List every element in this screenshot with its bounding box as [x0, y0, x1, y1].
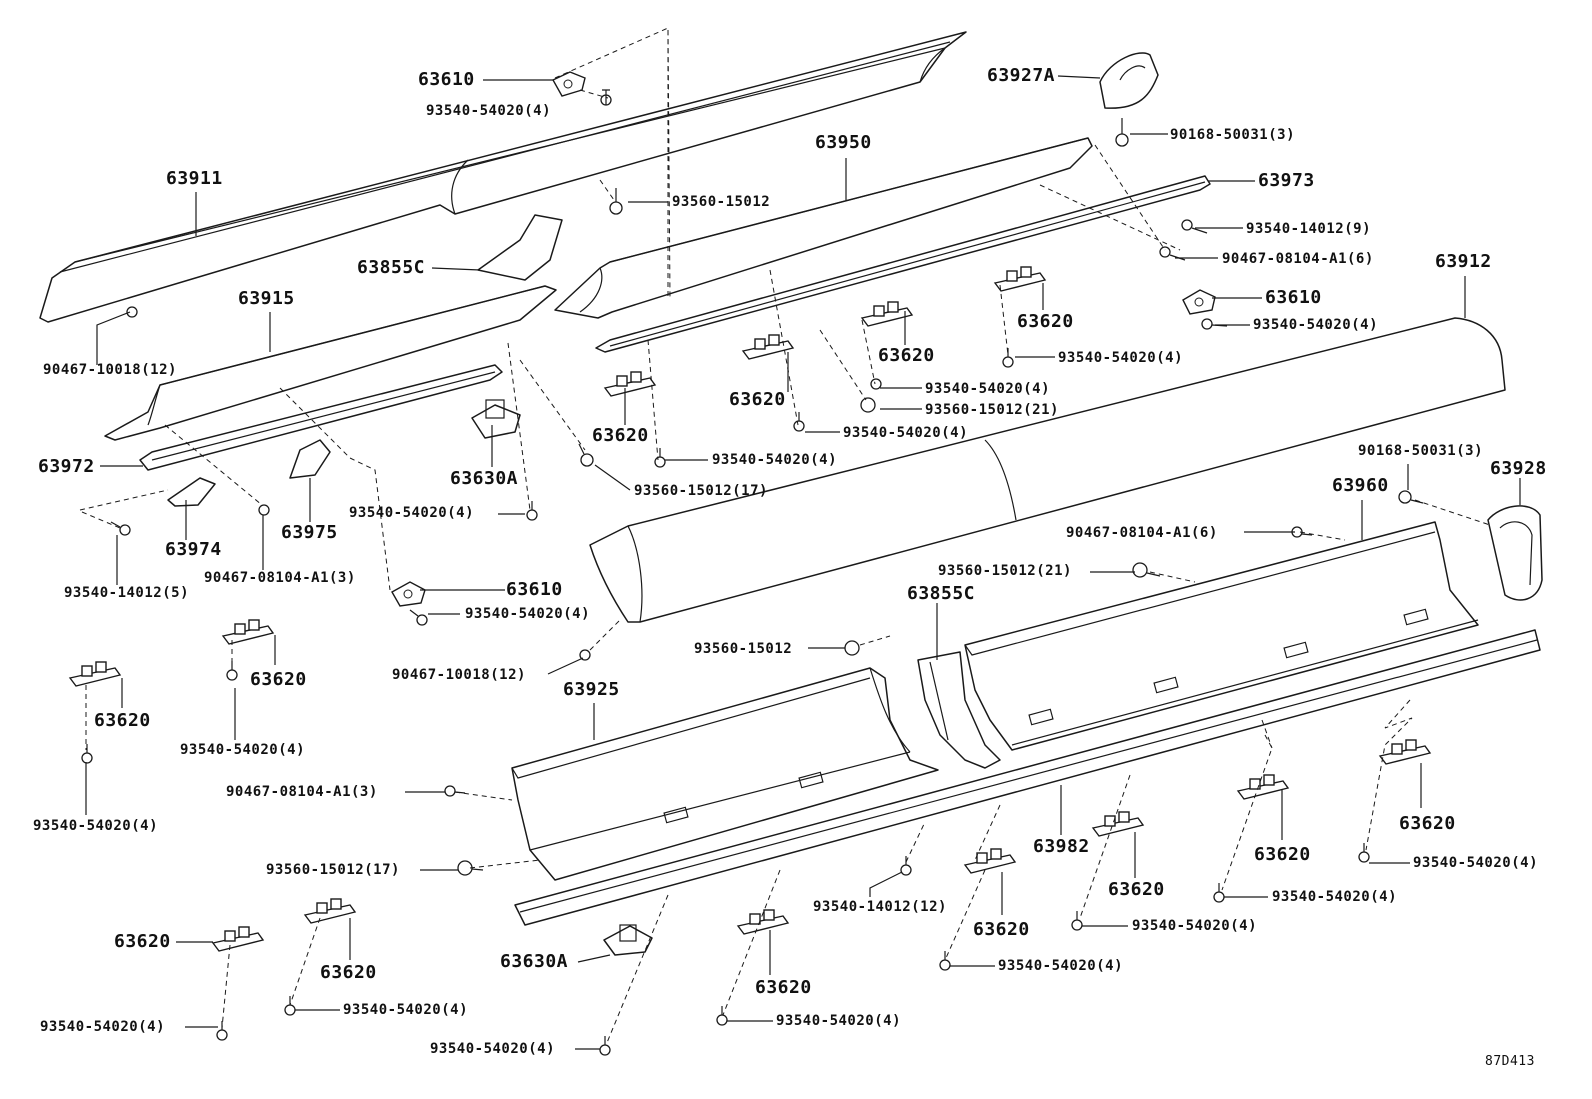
part-63855C-bracket-lower — [917, 651, 1001, 769]
label-63620: 63620 — [114, 931, 171, 952]
label-63855C: 63855C — [907, 583, 976, 604]
part-63915-moulding — [104, 285, 557, 441]
label-63620: 63620 — [94, 710, 151, 731]
label-93540-54020: 93540-54020(4) — [430, 1041, 556, 1057]
label-63630A: 63630A — [500, 951, 569, 972]
label-63620: 63620 — [973, 919, 1030, 940]
label-93560-15012: 93560-15012(17) — [266, 862, 400, 878]
label-63620: 63620 — [729, 389, 786, 410]
label-63620: 63620 — [755, 977, 812, 998]
label-93540-54020: 93540-54020(4) — [426, 103, 552, 119]
label-63620: 63620 — [1254, 844, 1311, 865]
diagram-code: 87D413 — [1485, 1054, 1535, 1069]
label-93540-54020: 93540-54020(4) — [776, 1013, 902, 1029]
label-93560-15012: 93560-15012 — [672, 194, 771, 210]
label-93560-15012: 93560-15012(17) — [634, 483, 768, 499]
part-63960-inner-panel — [964, 521, 1479, 751]
label-63620: 63620 — [1017, 311, 1074, 332]
label-63620: 63620 — [1108, 879, 1165, 900]
label-93540-54020: 93540-54020(4) — [843, 425, 969, 441]
leader-lines — [85, 75, 1521, 1050]
label-93560-15012: 93560-15012(21) — [925, 402, 1059, 418]
part-63855C-bracket-upper — [477, 214, 563, 281]
label-63630A: 63630A — [450, 468, 519, 489]
label-63620: 63620 — [1399, 813, 1456, 834]
label-90168-50031: 90168-50031(3) — [1170, 127, 1296, 143]
clip-63610-b — [1182, 289, 1216, 315]
label-93540-14012: 93540-14012(12) — [813, 899, 947, 915]
label-93540-54020: 93540-54020(4) — [1253, 317, 1379, 333]
assembly-dashed-lines — [79, 27, 1491, 1046]
label-63950: 63950 — [815, 132, 872, 153]
label-63620: 63620 — [320, 962, 377, 983]
label-93560-15012: 93560-15012 — [694, 641, 793, 657]
part-63912-rocker-cover — [589, 317, 1506, 623]
label-93540-54020: 93540-54020(4) — [349, 505, 475, 521]
part-63911-moulding — [39, 31, 967, 323]
part-63973-trim-strip — [595, 175, 1211, 353]
label-93540-54020: 93540-54020(4) — [998, 958, 1124, 974]
part-63974 — [167, 477, 216, 507]
clip-63610-a — [552, 71, 586, 97]
label-63974: 63974 — [165, 539, 222, 560]
screw-set — [81, 89, 1424, 1056]
label-63610: 63610 — [506, 579, 563, 600]
label-90467-08104-A1: 90467-08104-A1(6) — [1066, 525, 1218, 541]
label-93560-15012: 93560-15012(21) — [938, 563, 1072, 579]
part-63630A-upper — [471, 399, 521, 439]
label-93540-54020: 93540-54020(4) — [1272, 889, 1398, 905]
label-93540-54020: 93540-54020(4) — [343, 1002, 469, 1018]
label-93540-54020: 93540-54020(4) — [712, 452, 838, 468]
clip-63620-set — [68, 266, 1432, 952]
part-63928-end-cap — [1487, 505, 1543, 601]
part-63925-inner-panel — [511, 667, 939, 881]
label-93540-14012: 93540-14012(5) — [64, 585, 190, 601]
label-63610: 63610 — [1265, 287, 1322, 308]
part-63927A-end-cap — [1099, 52, 1159, 109]
part-63975 — [289, 439, 331, 479]
label-63915: 63915 — [238, 288, 295, 309]
label-63855C: 63855C — [357, 257, 426, 278]
label-93540-54020: 93540-54020(4) — [1058, 350, 1184, 366]
label-93540-54020: 93540-54020(4) — [1413, 855, 1539, 871]
label-93540-54020: 93540-54020(4) — [1132, 918, 1258, 934]
label-93540-54020: 93540-54020(4) — [33, 818, 159, 834]
label-63610: 63610 — [418, 69, 475, 90]
label-63975: 63975 — [281, 522, 338, 543]
label-90467-08104-A1: 90467-08104-A1(3) — [204, 570, 356, 586]
label-90467-08104-A1: 90467-08104-A1(3) — [226, 784, 378, 800]
label-63911: 63911 — [166, 168, 223, 189]
part-63972-trim-strip — [139, 364, 503, 471]
label-63620: 63620 — [592, 425, 649, 446]
label-63620: 63620 — [250, 669, 307, 690]
label-63973: 63973 — [1258, 170, 1315, 191]
label-90467-08104-A1: 90467-08104-A1(6) — [1222, 251, 1374, 267]
label-93540-54020: 93540-54020(4) — [180, 742, 306, 758]
part-63950-moulding — [554, 137, 1093, 319]
clip-63610-c — [391, 581, 426, 607]
label-63927A: 63927A — [987, 65, 1056, 86]
label-93540-54020: 93540-54020(4) — [465, 606, 591, 622]
label-63972: 63972 — [38, 456, 95, 477]
label-90467-10018: 90467-10018(12) — [392, 667, 526, 683]
label-93540-54020: 93540-54020(4) — [40, 1019, 166, 1035]
label-63912: 63912 — [1435, 251, 1492, 272]
label-63982: 63982 — [1033, 836, 1090, 857]
label-63925: 63925 — [563, 679, 620, 700]
label-63620: 63620 — [878, 345, 935, 366]
label-93540-14012: 93540-14012(9) — [1246, 221, 1372, 237]
label-90168-50031: 90168-50031(3) — [1358, 443, 1484, 459]
label-63928: 63928 — [1490, 458, 1547, 479]
label-63960: 63960 — [1332, 475, 1389, 496]
label-93540-54020: 93540-54020(4) — [925, 381, 1051, 397]
part-63630A-lower — [603, 924, 653, 956]
label-90467-10018: 90467-10018(12) — [43, 362, 177, 378]
part-63982-bottom-rail — [514, 629, 1541, 926]
